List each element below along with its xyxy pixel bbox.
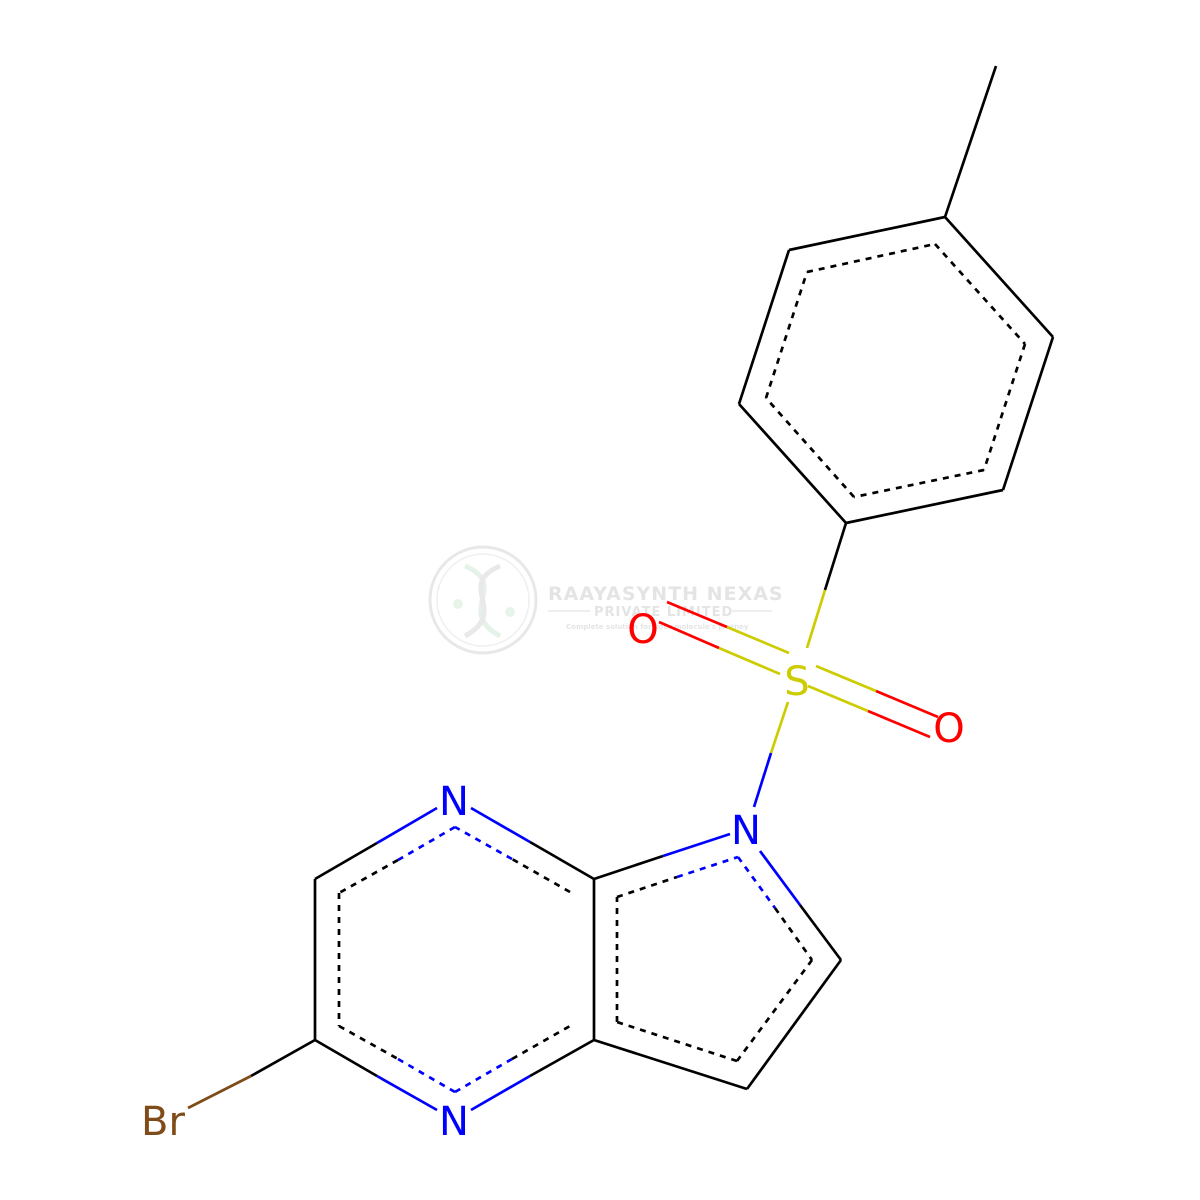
bond-ring-c6-c1 xyxy=(788,215,946,252)
atom-label-s: S xyxy=(784,659,809,705)
dna-helix-icon xyxy=(428,545,538,655)
bonds xyxy=(187,65,1055,1112)
bond-s-n-yellow xyxy=(769,701,790,754)
bond-n4-c5-blue xyxy=(376,806,438,845)
atom-label-br: Br xyxy=(141,1099,185,1145)
bond-c6-n7-black xyxy=(314,1038,378,1078)
atom-label-o-lower: O xyxy=(933,706,964,752)
bond-n1-c2-black xyxy=(798,904,843,961)
bond-c-br-black xyxy=(250,1038,316,1078)
aromatic-dashes-pyrrole xyxy=(615,855,814,1063)
aromatic-dashes-pyrazine xyxy=(337,825,571,1094)
atom-label-o-upper: O xyxy=(627,607,658,653)
watermark-company: RAAYASYNTH NEXAS xyxy=(548,583,784,605)
bond-n7-c3a-black xyxy=(529,1038,595,1078)
bond-s-o1-a-red xyxy=(658,620,720,650)
bond-aryl-s-yellow xyxy=(805,589,827,649)
bond-ring-c4-c5 xyxy=(737,403,848,524)
bond-c7a-n4-black xyxy=(529,840,595,881)
bond-s-o2-a-yellow xyxy=(807,684,869,713)
bond-ring-c5-c6 xyxy=(737,249,791,405)
bond-methyl xyxy=(943,65,998,218)
bond-ring-c2-c3 xyxy=(1001,336,1055,491)
bond-c6-n7-blue xyxy=(376,1074,438,1112)
bond-s-o1-b-yellow xyxy=(726,625,790,655)
bond-s-o2-b-yellow xyxy=(815,664,877,693)
watermark-tagline: Complete solution for your molecule's jo… xyxy=(566,623,749,631)
bond-s-n-blue xyxy=(752,752,773,808)
bond-aryl-s-black xyxy=(823,522,848,591)
bond-n1-c7a-black xyxy=(593,854,664,881)
atom-label-n7: N xyxy=(439,1099,469,1145)
bond-s-o2-a-red xyxy=(867,709,931,739)
bond-n1-c7a-blue xyxy=(662,832,731,858)
bond-c-br-brown xyxy=(187,1074,252,1110)
atom-label-n1: N xyxy=(731,808,761,854)
atom-label-n4: N xyxy=(439,779,469,825)
bond-s-o1-b-red xyxy=(666,600,728,629)
watermark-subtitle: PRIVATE LIMITED xyxy=(594,605,733,620)
bond-s-o2-b-red xyxy=(875,689,939,719)
bond-ring-c3-c4 xyxy=(845,488,1004,525)
watermark: RAAYASYNTH NEXAS PRIVATE LIMITED Complet… xyxy=(428,545,784,655)
bond-c3-c3a xyxy=(593,1038,748,1091)
bond-n7-c3a-blue xyxy=(470,1074,531,1112)
bond-c2-c3 xyxy=(745,959,843,1090)
bond-s-o1-a-yellow xyxy=(718,646,781,676)
bond-ring-c1-c2 xyxy=(943,216,1055,338)
bond-c7a-n4-blue xyxy=(470,806,531,844)
bond-n4-c5-black xyxy=(314,841,378,881)
aromatic-dashes-tolyl xyxy=(764,242,1027,499)
atom-labels: N N N S O O Br xyxy=(141,607,965,1145)
bond-n1-c2-blue xyxy=(758,850,802,906)
